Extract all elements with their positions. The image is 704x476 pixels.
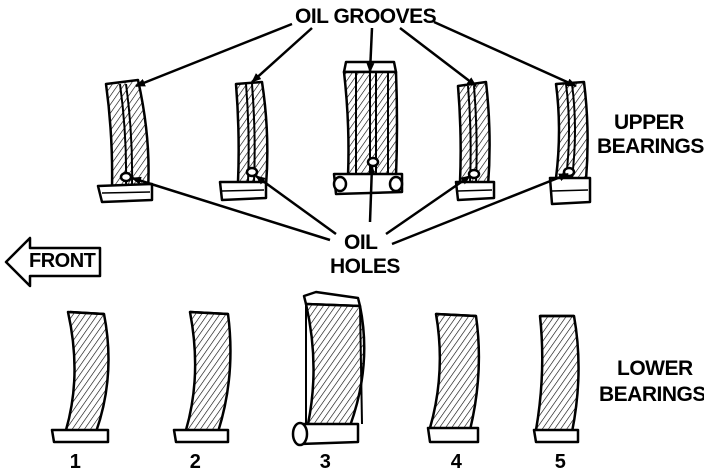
- lower-bearing-2: [172, 310, 232, 444]
- upper-bearing-2: [218, 80, 269, 202]
- oil-grooves-label: OIL GROOVES: [295, 5, 437, 28]
- oil-holes-arrows: [131, 165, 569, 246]
- oil-grooves-arrows: [135, 20, 577, 88]
- oil-holes-label-line1: OIL: [344, 231, 378, 254]
- bearing-number-3: 3: [319, 451, 331, 473]
- bearing-number-5: 5: [554, 451, 566, 473]
- bearing-number-4: 4: [450, 451, 462, 473]
- upper-bearing-3: [332, 60, 404, 196]
- bearing-number-1: 1: [69, 451, 81, 473]
- lower-bearings-label-line1: LOWER: [617, 357, 693, 380]
- upper-bearing-1: [96, 78, 154, 204]
- oil-holes-label-line2: HOLES: [330, 255, 400, 278]
- lower-bearing-1: [50, 310, 110, 444]
- upper-bearings-label-line1: UPPER: [614, 111, 684, 134]
- bearing-number-2: 2: [189, 451, 201, 473]
- lower-bearing-5: [532, 314, 580, 444]
- lower-bearing-4: [426, 312, 481, 444]
- upper-bearings-label-line2: BEARINGS: [597, 135, 704, 158]
- upper-bearing-5: [548, 80, 592, 206]
- lower-bearing-3: [291, 290, 366, 447]
- front-label: FRONT: [29, 250, 96, 272]
- upper-bearing-4: [454, 80, 496, 202]
- front-arrow: [4, 236, 102, 288]
- lower-bearings-label-line2: BEARINGS: [599, 383, 704, 406]
